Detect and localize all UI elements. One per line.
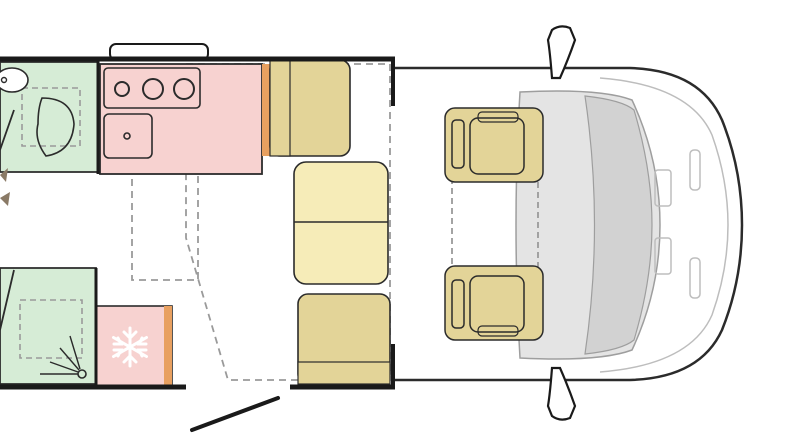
shower-tray [19,299,83,359]
windscreen-center [584,95,653,355]
grille-vent-top [654,169,672,207]
wood-edge-strip [262,64,270,156]
seat-back [469,117,525,175]
washbasin [0,67,29,93]
stove-panel [103,67,201,109]
seat-back [469,275,525,333]
burner-icon [142,78,164,100]
seat-headrest [477,111,519,123]
grille-vent-bottom [654,237,672,275]
front-seat-passenger [444,265,544,341]
bathroom-door [0,109,15,151]
fridge-edge [164,306,172,386]
toilet-bowl [36,97,75,157]
seat-headrest [477,325,519,337]
snowflake-icon [112,326,148,368]
burner-icon [173,78,195,100]
kitchen-counter [99,63,263,175]
toilet-icon [21,87,81,147]
bathroom [0,61,99,206]
entry-door [190,396,280,432]
side-mirror-icon [546,25,577,80]
shower-icon [40,335,87,379]
dinette [269,59,391,385]
table-cushion [293,161,389,285]
shower-wall [0,269,15,331]
headlight-top [689,149,701,191]
cab [395,25,744,421]
sink-drain [123,132,131,140]
fridge [95,305,173,387]
burner-icon [114,81,130,97]
entry-arrow [0,168,8,182]
seat-armrest [451,279,465,329]
hood-line [599,77,729,373]
washbasin-drain [0,76,8,84]
table-dashed-outline [131,169,199,281]
bench-side-strip [269,59,291,157]
side-mirror-icon [546,366,577,421]
kitchen [99,43,270,175]
walls [0,56,395,390]
seat-armrest [451,119,465,169]
front-seat-driver [444,107,544,183]
headlight-bottom [689,257,701,299]
bench-bottom-strip [297,361,391,385]
shower-area [0,267,97,385]
sink-icon [103,113,153,159]
shower-room [0,267,97,385]
entry-arrow [0,192,10,206]
